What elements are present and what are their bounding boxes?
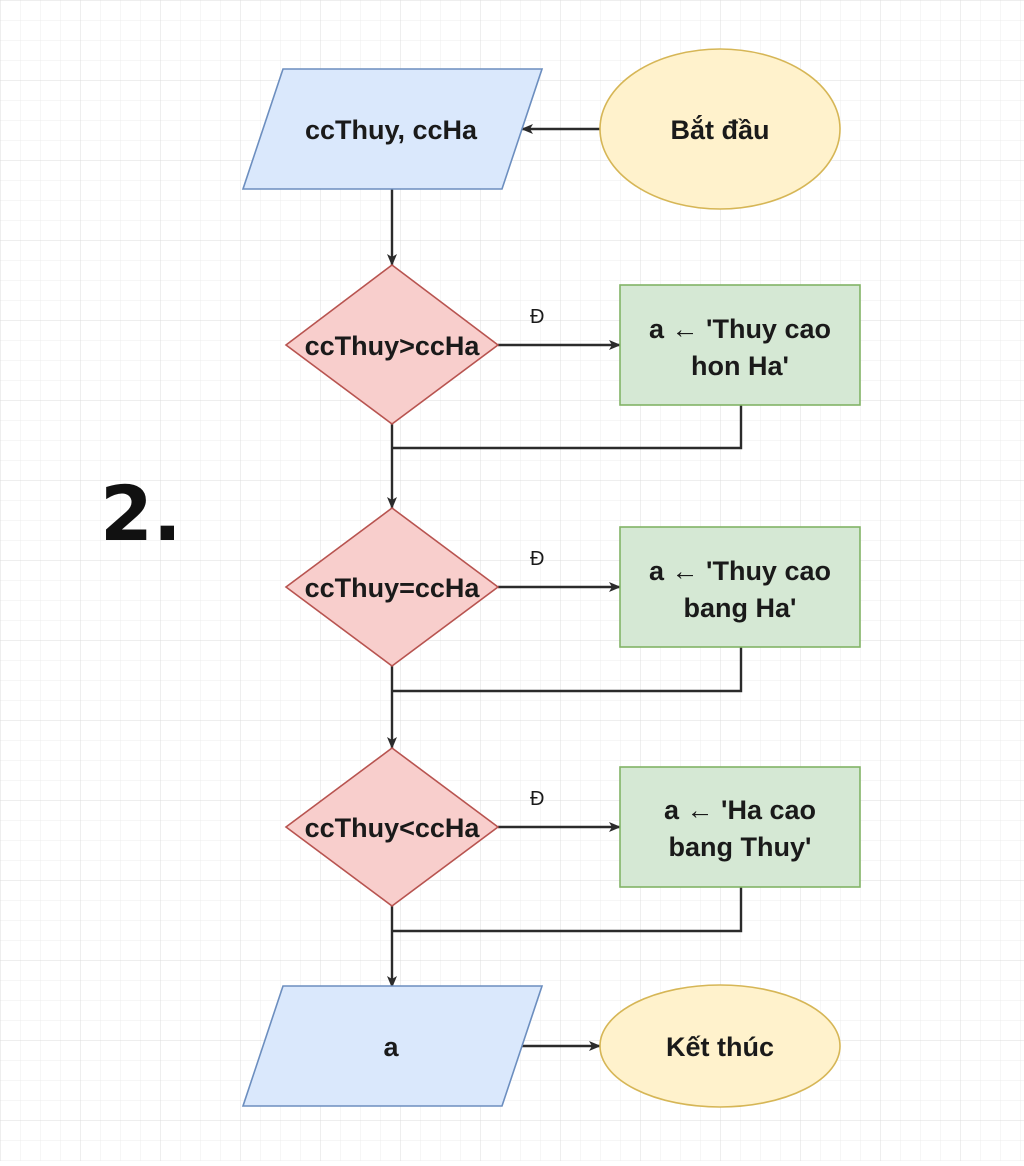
proc1-label-line2: hon Ha' <box>691 351 789 381</box>
start-ellipse <box>599 48 841 210</box>
node-cond1[interactable]: ccThuy>ccHa <box>284 263 500 425</box>
cond3-diamond <box>284 747 500 907</box>
output-parallelogram <box>241 985 544 1107</box>
cond2-diamond <box>284 507 500 667</box>
node-cond2[interactable]: ccThuy=ccHa <box>284 507 500 667</box>
node-cond3[interactable]: ccThuy<ccHa <box>284 747 500 907</box>
cond3-label: ccThuy<ccHa <box>305 813 481 843</box>
node-proc3[interactable]: a ← 'Ha cao bang Thuy' <box>619 766 861 888</box>
proc2-label-line1: a ← 'Thuy cao <box>649 556 831 586</box>
end-label: Kết thúc <box>666 1032 774 1062</box>
proc3-label-line2: bang Thuy' <box>669 832 812 862</box>
section-label: 2. <box>100 469 182 558</box>
cond2-label: ccThuy=ccHa <box>305 573 481 603</box>
node-input[interactable]: ccThuy, ccHa <box>241 68 544 190</box>
input-parallelogram <box>241 68 544 190</box>
node-proc2[interactable]: a ← 'Thuy cao bang Ha' <box>619 526 861 648</box>
edges-layer: Đ Đ Đ <box>387 124 743 1051</box>
proc3-label-line1: a ← 'Ha cao <box>664 795 816 825</box>
cond1-label: ccThuy>ccHa <box>305 331 481 361</box>
edge-label-cond1-true: Đ <box>530 306 544 328</box>
proc2-rect <box>619 526 861 648</box>
edge-label-cond2-true: Đ <box>530 548 544 570</box>
node-start[interactable]: Bắt đầu <box>599 48 841 210</box>
node-end[interactable]: Kết thúc <box>599 984 841 1108</box>
output-label: a <box>383 1032 399 1062</box>
edge-label-cond3-true: Đ <box>530 788 544 810</box>
node-output[interactable]: a <box>241 985 544 1107</box>
input-label: ccThuy, ccHa <box>305 115 478 145</box>
edge-proc2-to-cond3[interactable] <box>392 647 743 693</box>
nodes-layer: Bắt đầu ccThuy, ccHa ccThuy>ccHa a ← 'Th… <box>241 48 861 1108</box>
proc3-rect <box>619 766 861 888</box>
cond1-diamond <box>284 263 500 425</box>
proc1-rect <box>619 284 861 406</box>
end-ellipse <box>599 984 841 1108</box>
edge-proc1-to-cond2[interactable] <box>392 405 743 450</box>
start-label: Bắt đầu <box>670 114 769 145</box>
proc2-label-line2: bang Ha' <box>684 593 797 623</box>
proc1-label-line1: a ← 'Thuy cao <box>649 314 831 344</box>
edge-proc3-to-output[interactable] <box>392 887 743 933</box>
node-proc1[interactable]: a ← 'Thuy cao hon Ha' <box>619 284 861 406</box>
